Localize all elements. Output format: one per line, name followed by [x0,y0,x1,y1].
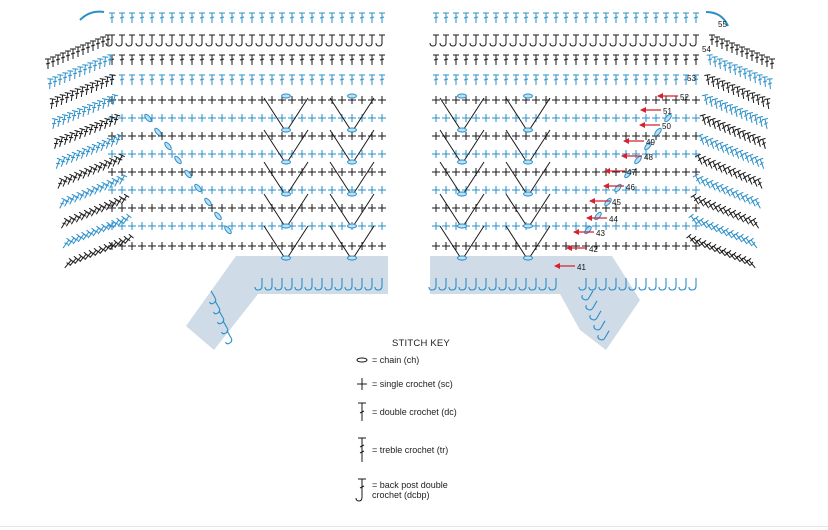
stitch-grid [44,10,776,346]
treble-crochet-symbol-icon [352,435,372,465]
single-crochet-symbol-icon [352,369,372,399]
right-shaded-band [430,256,640,350]
row-number-52: 52 [680,93,689,102]
key-row-chain: = chain (ch) [352,345,419,375]
row-number-51: 51 [663,107,672,116]
key-label-single-crochet: = single crochet (sc) [372,379,453,389]
key-label-line-1: = back post double [372,480,448,490]
row-number-41: 41 [577,263,586,272]
row-number-55: 55 [718,20,727,29]
row-number-48: 48 [644,153,653,162]
key-label-treble-crochet: = treble crochet (tr) [372,445,449,455]
key-row-double-crochet: = double crochet (dc) [352,397,457,427]
back-post-double-crochet-symbol-icon [352,475,372,505]
key-label-back-post-double-crochet: = back post double crochet (dcbp) [372,480,448,500]
row-number-42: 42 [589,245,598,254]
row-number-49: 49 [646,138,655,147]
key-label-double-crochet: = double crochet (dc) [372,407,457,417]
key-row-back-post-double-crochet: = back post double crochet (dcbp) [352,475,448,505]
key-label-line-2: crochet (dcbp) [372,490,430,500]
row-number-43: 43 [596,229,605,238]
key-row-treble-crochet: = treble crochet (tr) [352,435,448,465]
row-number-45: 45 [612,198,621,207]
key-label-chain: = chain (ch) [372,355,420,365]
key-row-single-crochet: = single crochet (sc) [352,369,453,399]
stitch-key-title: STITCH KEY [392,338,450,349]
row-number-47: 47 [627,168,636,177]
row-number-46: 46 [626,183,635,192]
row-number-44: 44 [609,215,618,224]
bottom-divider [0,526,828,527]
left-shaded-band [186,256,388,350]
row-number-50: 50 [662,122,671,131]
row-number-54: 54 [702,45,711,54]
double-crochet-symbol-icon [352,397,372,427]
row-number-53: 53 [687,74,696,83]
chain-symbol-icon [352,345,372,375]
